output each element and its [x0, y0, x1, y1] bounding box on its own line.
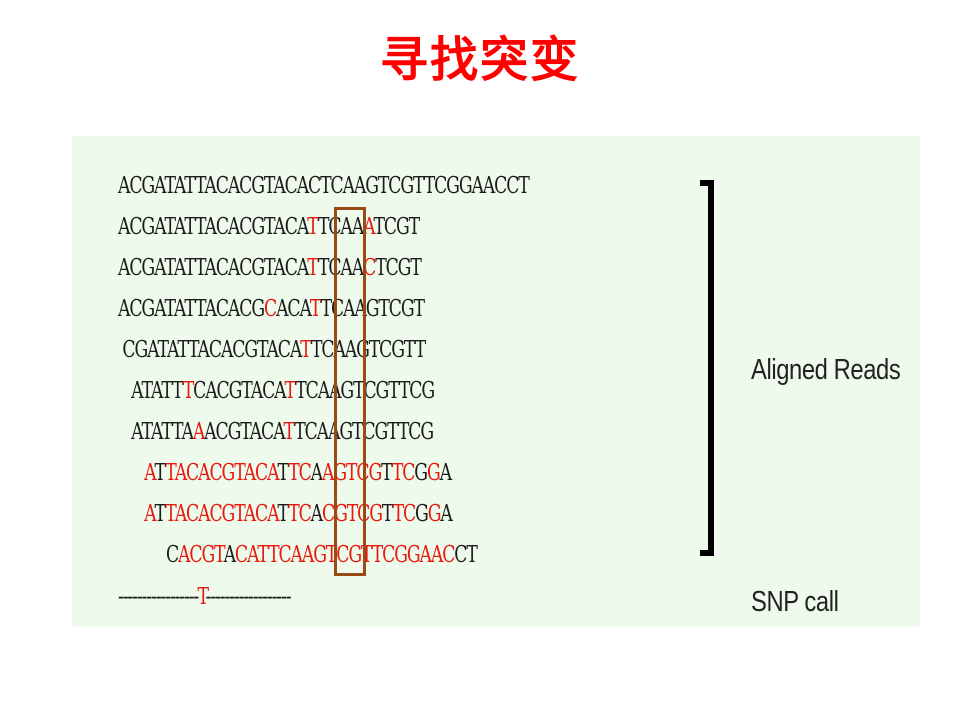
aligned-read: ATATTAAACGTACATTCAAGTCGTTCG — [131, 419, 434, 445]
aligned-read: ATTACACGTACATTCAAGTCGTTCGGA — [144, 460, 452, 486]
aligned-read: ACGATATTACACGTACATTCAAATCGT — [118, 214, 420, 240]
aligned-read: CGATATTACACGTACATTCAAGTCGTT — [122, 337, 426, 363]
aligned-read: ATATTTCACGTACATTCAAGTCGTTCG — [131, 378, 435, 404]
snp-call-label: SNP call — [751, 586, 839, 618]
aligned-read: ACGATATTACACGCACATTCAAGTCGT — [118, 296, 425, 322]
snp-highlight-box — [334, 207, 366, 576]
aligned-read: ACGATATTACACGTACATTCAACTCGT — [118, 255, 422, 281]
snp-call-line: -----------------T------------------ — [118, 584, 292, 610]
aligned-reads-label: Aligned Reads — [751, 354, 901, 386]
reads-bracket — [700, 180, 714, 556]
alignment-figure: ACGATATTACACGTACACTCAAGTCGTTCGGAACCT ACGA… — [72, 136, 920, 627]
reference-sequence: ACGATATTACACGTACACTCAAGTCGTTCGGAACCT — [118, 173, 530, 199]
aligned-read: ATTACACGTACATTCACGTCGTTCGGA — [144, 501, 453, 527]
aligned-read: CACGTACATTCAAGTCGTTCGGAACCT — [165, 542, 478, 568]
slide-title: 寻找突变 — [379, 32, 580, 88]
